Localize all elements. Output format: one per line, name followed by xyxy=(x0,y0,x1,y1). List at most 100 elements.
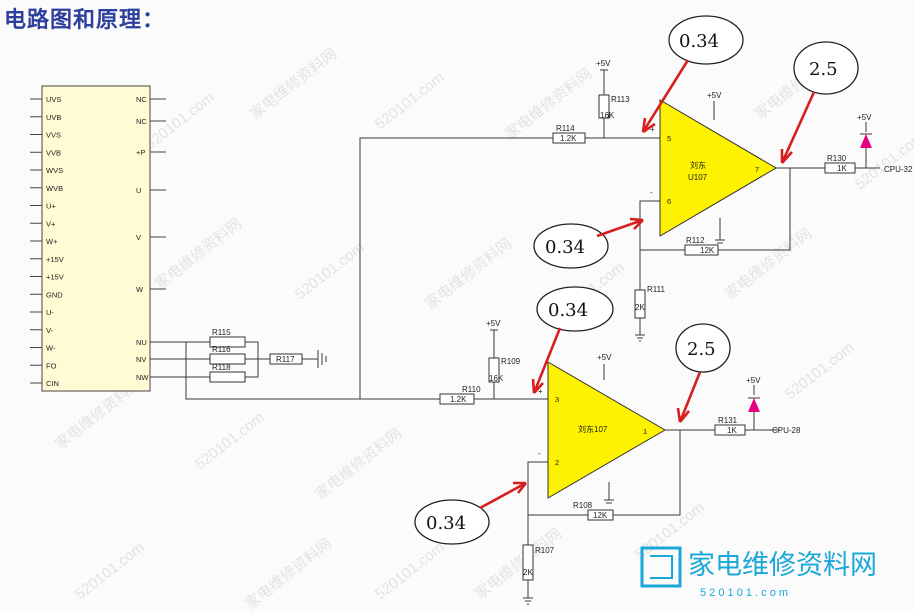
connector-left-pin: UVS xyxy=(46,95,61,104)
resistor-r109 xyxy=(488,357,500,383)
upper-r113-supply: +5V xyxy=(596,59,611,68)
connector-left-pin: W+ xyxy=(46,237,58,246)
resistor-r108 xyxy=(587,509,614,521)
watermark-cn: 家电维修资料网 xyxy=(721,224,815,303)
connector-left-pin: V+ xyxy=(46,219,56,228)
r108-value: 12K xyxy=(593,511,608,520)
watermark-cn: 家电维修资料网 xyxy=(311,424,405,503)
connector-left-pin: VVS xyxy=(46,131,61,140)
resistor-r131 xyxy=(714,424,746,436)
lower-opamp xyxy=(547,361,666,499)
resistor-r111 xyxy=(634,289,646,319)
upper-pin-plus-num: 5 xyxy=(667,134,671,143)
connector-left-pin: U+ xyxy=(46,202,56,211)
lower-plus-voltage: 0.34 xyxy=(548,300,588,321)
annotation-oval xyxy=(793,41,859,95)
r131-label: R131 xyxy=(718,416,738,425)
site-logo: 家电维修资料网 5 2 0 1 0 1 . c o m xyxy=(640,546,877,599)
r107-label: R107 xyxy=(535,546,555,555)
r108-label: R108 xyxy=(573,501,593,510)
arrow xyxy=(676,371,702,423)
r130-value: 1K xyxy=(837,164,847,173)
lower-minus-sign: - xyxy=(538,449,541,458)
connector-left-pin: FO xyxy=(46,361,57,370)
lower-opamp-name: 刘东107 xyxy=(578,424,608,434)
connector-right-pin: W xyxy=(136,285,144,294)
connector-left-pin: WVS xyxy=(46,166,63,175)
resistor-r116 xyxy=(209,353,246,365)
upper-minus-voltage: 0.34 xyxy=(545,237,585,258)
lower-pin-minus-num: 2 xyxy=(555,458,559,467)
watermark-url: 520101.com xyxy=(292,239,368,303)
lower-output-label: CPU-28 xyxy=(772,426,801,435)
watermark-cn: 家电维修资料网 xyxy=(246,44,340,123)
r113-value: 16K xyxy=(600,111,615,120)
connector-left-pin: W- xyxy=(46,344,56,353)
resistor-r118 xyxy=(209,371,246,383)
arrow xyxy=(641,59,690,134)
r110-value: 1.2K xyxy=(450,395,467,404)
upper-opamp xyxy=(659,99,777,237)
watermark-url: 520101.com xyxy=(192,409,268,473)
connector-right-pin: NC xyxy=(136,95,147,104)
watermark-url: 520101.com xyxy=(852,129,914,193)
r111-value: 2K xyxy=(635,303,645,312)
voltage-annotations: 0.34 2.5 0.34 0.34 2.5 0.34 xyxy=(414,15,859,545)
watermark-url: 520101.com xyxy=(782,339,858,403)
lower-supply-label: +5V xyxy=(597,353,612,362)
r116-label: R116 xyxy=(212,345,231,354)
lower-minus-voltage: 0.34 xyxy=(426,513,466,534)
arrow xyxy=(479,481,528,510)
connector-left-pin: V- xyxy=(46,326,54,335)
upper-plus-voltage: 0.34 xyxy=(679,31,719,52)
watermark-url: 520101.com xyxy=(372,539,448,603)
r112-value: 12K xyxy=(700,246,715,255)
logo-text-url: 5 2 0 1 0 1 . c o m xyxy=(700,587,788,599)
resistor-r110 xyxy=(439,393,475,405)
lower-pin-plus-num: 3 xyxy=(555,395,559,404)
connector-block: UVSUVBVVSVVBWVSWVBU+V+W++15V+15VGNDU-V-W… xyxy=(30,85,166,392)
upper-opamp-part: U107 xyxy=(688,173,708,182)
annotation-oval xyxy=(414,499,490,545)
r130-label: R130 xyxy=(827,154,847,163)
page-title: 电路图和原理： xyxy=(4,8,166,33)
upper-pin-out-num: 7 xyxy=(755,165,759,174)
r113-label: R113 xyxy=(611,95,630,104)
annotation-oval xyxy=(533,223,609,269)
annotation-oval xyxy=(675,323,731,373)
resistor-r114 xyxy=(552,132,586,144)
connector-right-pin: U xyxy=(136,186,141,195)
r112-label: R112 xyxy=(686,236,705,245)
connector-right-pin: NU xyxy=(136,338,147,347)
connector-left-pin: +15V xyxy=(46,255,64,264)
r109-value: 16K xyxy=(489,374,504,383)
upper-plus-sign: + xyxy=(650,125,655,134)
r114-label: R114 xyxy=(556,124,575,133)
connector-right-pin: NV xyxy=(136,355,146,364)
connector-right-pin: NC xyxy=(136,117,147,126)
annotation-oval xyxy=(668,15,744,65)
connector-left-pin: GND xyxy=(46,290,63,299)
lower-amplifier-circuit: 3 2 1 + - 刘东107 +5V +5V R109 16K R110 1.… xyxy=(186,319,801,605)
watermark-url: 520101.com xyxy=(72,539,148,603)
lower-diode-supply: +5V xyxy=(746,376,761,385)
watermark-cn: 家电维修资料网 xyxy=(421,234,515,313)
lower-out-voltage: 2.5 xyxy=(687,339,716,360)
upper-diode xyxy=(860,134,872,148)
r109-label: R109 xyxy=(501,357,521,366)
connector-left-pin: +15V xyxy=(46,273,64,282)
lower-pin-out-num: 1 xyxy=(643,427,647,436)
connector-left-pin: CIN xyxy=(46,379,59,388)
resistor-r113 xyxy=(598,94,610,119)
r110-label: R110 xyxy=(462,385,481,394)
watermark-cn: 家电维修资料网 xyxy=(241,534,335,613)
connector-left-pin: WVB xyxy=(46,184,63,193)
connector-right-pin: V xyxy=(136,233,141,242)
upper-pin-minus-num: 6 xyxy=(667,197,671,206)
resistor-r130 xyxy=(824,162,856,174)
lower-r109-supply: +5V xyxy=(486,319,501,328)
upper-supply-label: +5V xyxy=(707,91,722,100)
r114-value: 1.2K xyxy=(560,134,577,143)
watermark-url: 520101.com xyxy=(372,69,448,133)
watermark-cn: 家电维修资料网 xyxy=(501,64,595,143)
